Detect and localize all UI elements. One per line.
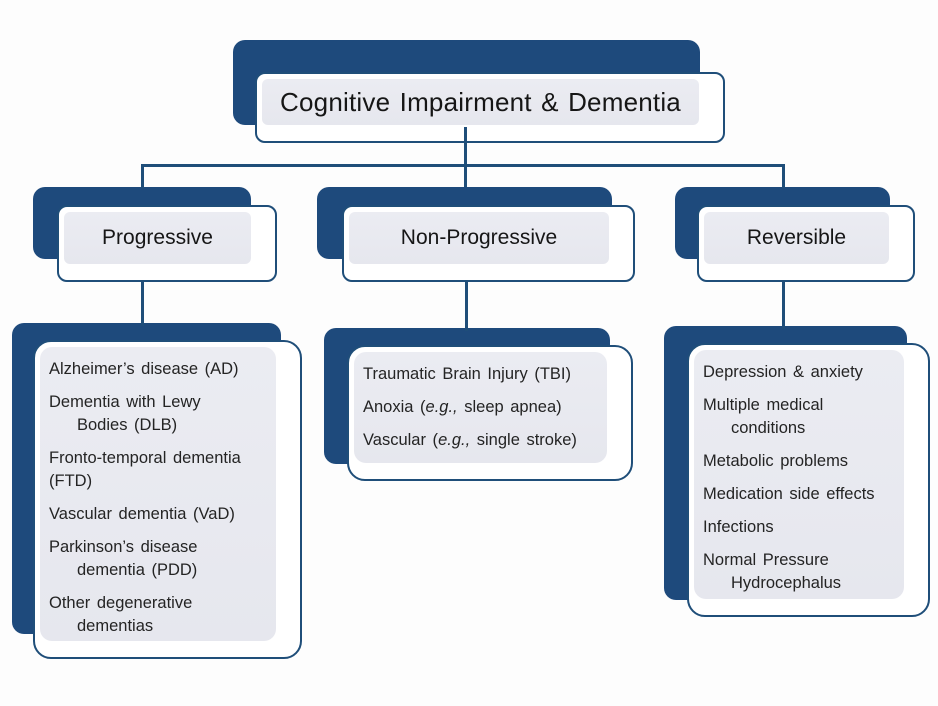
list-item: Anoxia (e.g., sleep apnea) xyxy=(363,398,562,416)
connector-nonprogressive-list xyxy=(465,281,468,331)
list-item: Traumatic Brain Injury (TBI) xyxy=(363,365,572,383)
reversible-node: Reversible xyxy=(697,205,915,282)
connector-root-vertical xyxy=(464,127,467,187)
nonprogressive-list-panel: Traumatic Brain Injury (TBI) Anoxia (e.g.… xyxy=(354,352,607,463)
progressive-list: Alzheimer’s disease (AD) Dementia with Le… xyxy=(33,340,302,659)
list-item: Metabolic problems xyxy=(703,452,849,470)
nonprogressive-node: Non-Progressive xyxy=(342,205,635,282)
progressive-items: Alzheimer’s disease (AD) Dementia with Le… xyxy=(40,347,276,638)
reversible-label: Reversible xyxy=(746,226,847,249)
list-item: Medication side effects xyxy=(703,485,875,503)
connector-rail xyxy=(141,164,785,167)
connector-progressive-list xyxy=(141,281,144,326)
progressive-node-panel: Progressive xyxy=(64,212,251,264)
root-node-panel: Cognitive Impairment & Dementia xyxy=(262,79,699,125)
progressive-node: Progressive xyxy=(57,205,277,282)
diagram-title: Cognitive Impairment & Dementia xyxy=(280,86,681,117)
nonprogressive-node-panel: Non-Progressive xyxy=(349,212,609,264)
nonprogressive-items: Traumatic Brain Injury (TBI) Anoxia (e.g.… xyxy=(354,352,607,452)
nonprogressive-list: Traumatic Brain Injury (TBI) Anoxia (e.g.… xyxy=(347,345,633,481)
progressive-label: Progressive xyxy=(102,226,213,249)
list-item: Alzheimer’s disease (AD) xyxy=(49,360,239,378)
connector-reversible-drop xyxy=(782,164,785,188)
list-item: Vascular (e.g., single stroke) xyxy=(363,431,577,449)
root-node: Cognitive Impairment & Dementia xyxy=(255,72,725,143)
list-item: Infections xyxy=(703,518,774,536)
list-item: Fronto-temporal dementia(FTD) xyxy=(49,449,241,490)
connector-progressive-drop xyxy=(141,164,144,188)
list-item: Depression & anxiety xyxy=(703,363,863,381)
connector-reversible-list xyxy=(782,281,785,329)
reversible-node-panel: Reversible xyxy=(704,212,889,264)
list-item: Vascular dementia (VaD) xyxy=(49,505,235,523)
progressive-list-panel: Alzheimer’s disease (AD) Dementia with Le… xyxy=(40,347,276,641)
nonprogressive-label: Non-Progressive xyxy=(400,226,558,249)
